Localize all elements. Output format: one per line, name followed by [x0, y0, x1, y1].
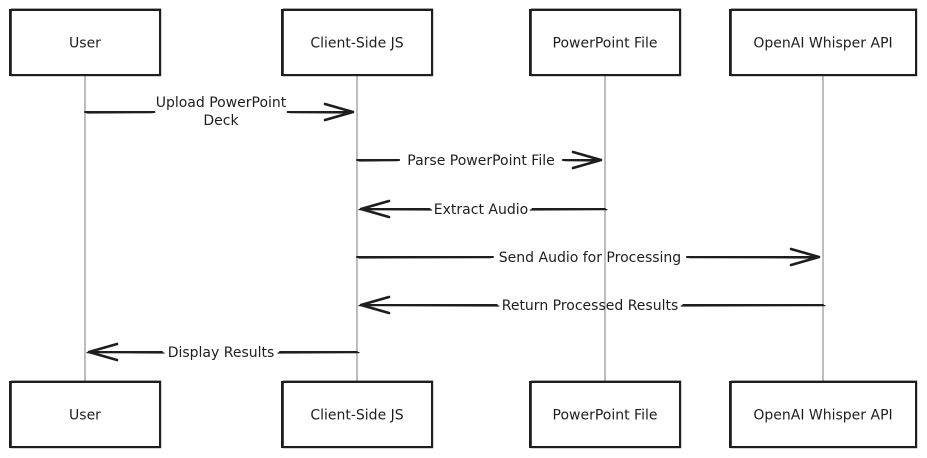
message-label: Upload PowerPoint: [156, 95, 287, 111]
actor-label: OpenAI Whisper API: [753, 408, 892, 424]
actor-box: [729, 381, 917, 448]
actor-bottom-client: Client-Side JS: [281, 380, 434, 449]
message-6: Display Results: [86, 342, 360, 362]
message-label: Display Results: [168, 345, 275, 361]
message-4: Send Audio for Processing: [356, 247, 821, 267]
message-label: Deck: [203, 113, 239, 129]
message-label: Extract Audio: [434, 202, 528, 218]
arrow-head-icon: [789, 247, 821, 267]
message-2: Parse PowerPoint File: [356, 150, 603, 170]
actor-top-ppt: PowerPoint File: [529, 8, 682, 77]
actor-box: [529, 381, 681, 448]
message-label: Return Processed Results: [502, 298, 679, 314]
actor-box: [281, 381, 433, 448]
actor-box-outline: [10, 380, 162, 449]
actor-box-outline: [282, 380, 434, 449]
actor-label: Client-Side JS: [310, 36, 403, 52]
actor-bottom-user: User: [9, 380, 162, 449]
actor-box-outline: [730, 8, 918, 77]
arrow-head-icon: [323, 102, 355, 122]
arrow-head-icon: [571, 150, 603, 170]
arrow-head-icon: [359, 199, 391, 219]
message-3: Extract Audio: [358, 199, 608, 219]
actor-top-user: User: [9, 8, 162, 77]
actor-box-outline: [530, 8, 682, 77]
actor-bottom-ppt: PowerPoint File: [529, 380, 682, 449]
actors-bottom: User Client-Side JS PowerPoint File OpenAI …: [9, 380, 918, 449]
actor-top-whisper: OpenAI Whisper API: [729, 8, 918, 77]
actor-label: PowerPoint File: [553, 408, 658, 424]
actor-top-client: Client-Side JS: [281, 8, 434, 77]
message-label: Send Audio for Processing: [499, 250, 681, 266]
arrow-head-icon: [87, 342, 119, 362]
actor-label: Client-Side JS: [310, 408, 403, 424]
actor-box-outline: [10, 8, 162, 77]
actor-box: [529, 9, 681, 76]
actor-box: [729, 9, 917, 76]
actor-label: OpenAI Whisper API: [753, 36, 892, 52]
arrow-head-icon: [359, 295, 391, 315]
lifelines: [84, 75, 824, 382]
actor-label: User: [69, 408, 101, 424]
actor-box: [281, 9, 433, 76]
actor-box-outline: [282, 8, 434, 77]
actor-label: PowerPoint File: [553, 36, 658, 52]
message-5: Return Processed Results: [358, 295, 826, 315]
actor-box: [9, 9, 161, 76]
actor-box-outline: [530, 380, 682, 449]
actor-label: User: [69, 36, 101, 52]
message-label: Parse PowerPoint File: [407, 153, 554, 169]
actor-box-outline: [730, 380, 918, 449]
actor-bottom-whisper: OpenAI Whisper API: [729, 380, 918, 449]
actors-top: User Client-Side JS PowerPoint File OpenAI …: [9, 8, 918, 77]
